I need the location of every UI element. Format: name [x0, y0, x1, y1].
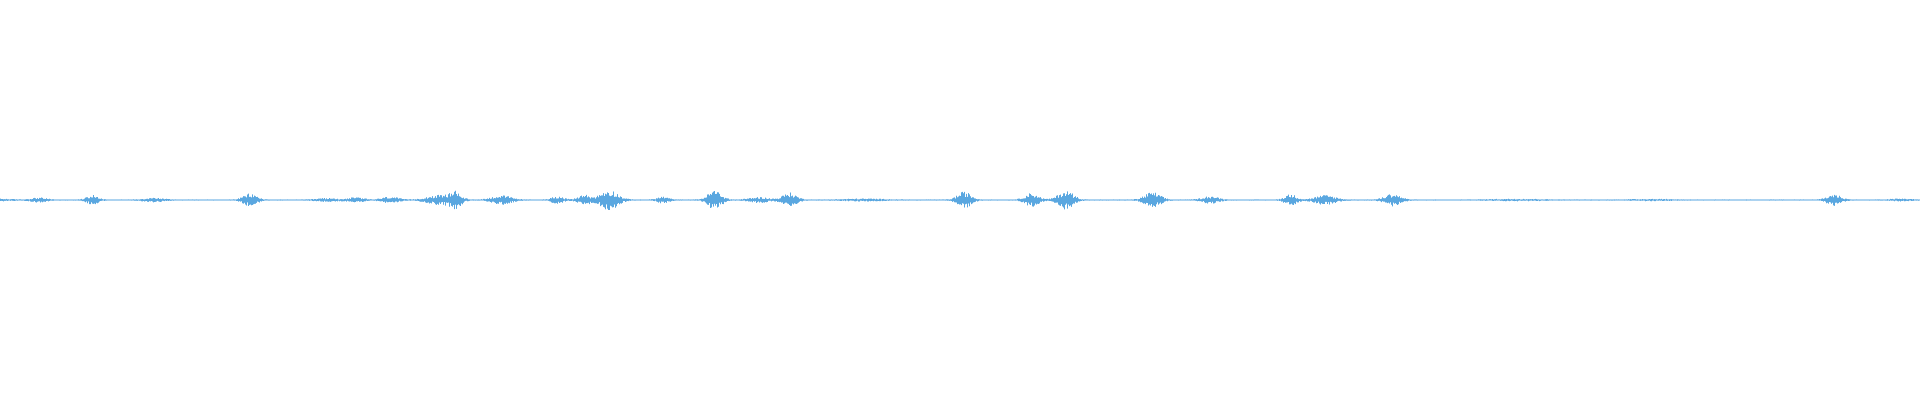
- waveform-samples: [0, 190, 1920, 210]
- waveform-trace: [0, 190, 1920, 210]
